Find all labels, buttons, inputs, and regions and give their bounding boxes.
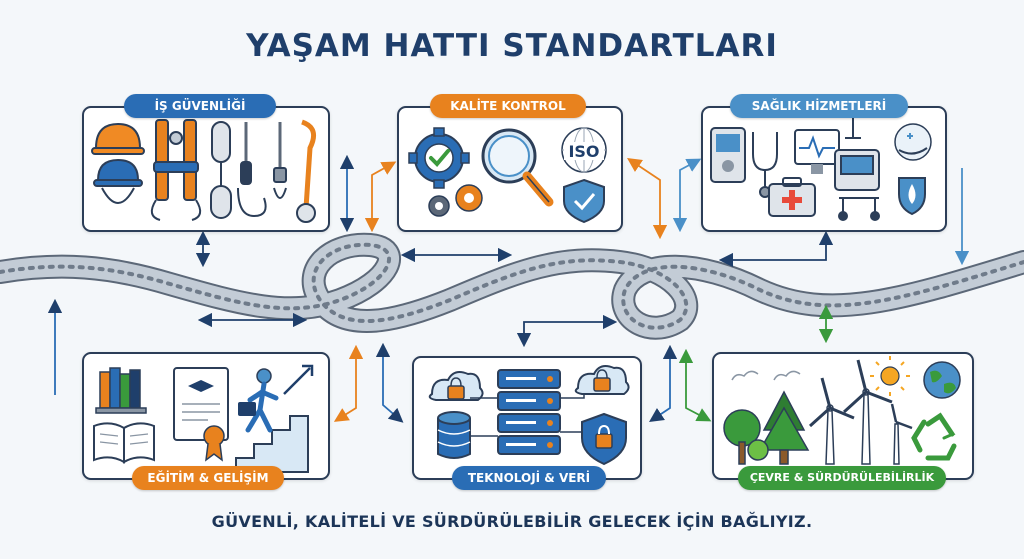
- panel-illustration: [91, 119, 317, 223]
- carabiner-icon: [210, 121, 232, 219]
- cloud-lock-icon: [428, 365, 630, 401]
- panel-teknoloji-veri: [412, 356, 642, 480]
- globe-icon: [923, 361, 961, 399]
- label-cevre-surdurulebilirlik: ÇEVRE & SÜRDÜRÜLEBİLİRLİK: [738, 466, 946, 490]
- label-saglik-hizmetleri: SAĞLIK HİZMETLERİ: [730, 94, 908, 118]
- panel-saglik-hizmetleri: [701, 106, 947, 232]
- rope: [0, 232, 1024, 340]
- iso-badge-text: ISO: [568, 142, 599, 161]
- hospital-bed-icon: [834, 118, 880, 221]
- panel-egitim-gelisim: [82, 352, 330, 480]
- iso-badge-icon: ISO: [561, 127, 607, 173]
- gear-check-icon: [408, 127, 483, 217]
- page-title: YAŞAM HATTI STANDARTLARI: [246, 28, 778, 64]
- panel-illustration: [710, 118, 932, 221]
- books-icon: [95, 367, 147, 414]
- label-teknoloji-veri: TEKNOLOJİ & VERİ: [452, 466, 606, 490]
- panel-illustration: ISO: [408, 127, 607, 224]
- shield-lock-icon: [581, 412, 627, 466]
- database-icon: [437, 411, 471, 459]
- shield-check-icon: [563, 178, 605, 224]
- label-kalite-kontrol: KALİTE KONTROL: [430, 94, 586, 118]
- medical-monitor-icon: [710, 127, 840, 183]
- lanyard-icon: [237, 119, 317, 223]
- hard-hat-icon: [91, 122, 145, 204]
- stethoscope-icon: [752, 132, 778, 198]
- panel-illustration: [93, 364, 314, 473]
- wind-turbine-icon: [808, 359, 913, 465]
- certificate-icon: [173, 367, 229, 462]
- footer-slogan: GÜVENLİ, KALİTELİ VE SÜRDÜRÜLEBİLİR GELE…: [211, 512, 813, 531]
- first-aid-kit-icon: [768, 177, 816, 217]
- recycle-icon: [911, 412, 957, 461]
- safety-harness-icon: [150, 119, 202, 221]
- connector-arrows: [47, 154, 970, 423]
- panel-is-guvenligi: [82, 106, 330, 232]
- sun-icon: [870, 356, 910, 396]
- server-rack-icon: [470, 369, 585, 455]
- panel-kalite-kontrol: ISO: [397, 106, 623, 232]
- label-is-guvenligi: İŞ GÜVENLİĞİ: [124, 94, 276, 118]
- care-hand-icon: [894, 123, 932, 216]
- label-egitim-gelisim: EĞİTİM & GELİŞİM: [132, 466, 284, 490]
- open-book-icon: [93, 422, 155, 464]
- panel-cevre-surdurulebilirlik: [712, 352, 974, 480]
- panel-illustration: [723, 356, 961, 465]
- panel-illustration: [428, 365, 630, 466]
- climbing-stairs-icon: [235, 364, 314, 473]
- trees-icon: [723, 370, 810, 465]
- magnifier-icon: [481, 128, 554, 207]
